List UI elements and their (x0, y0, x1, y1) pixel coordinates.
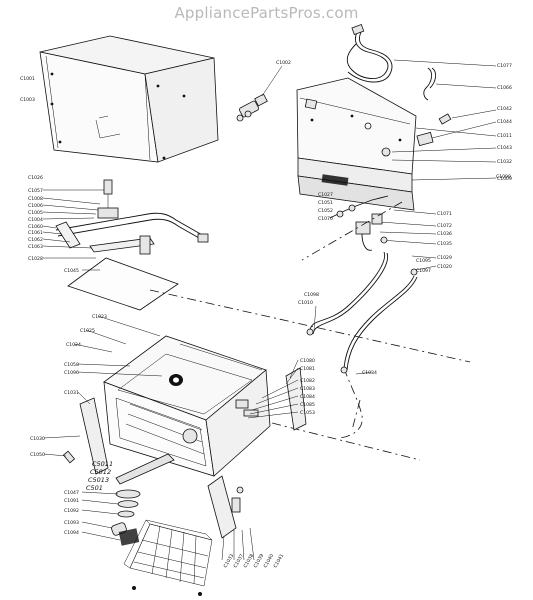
callout: C1083 (300, 386, 315, 392)
callout: C1062 (28, 237, 43, 243)
callout: C1080 (300, 358, 315, 364)
back-panel[interactable] (296, 77, 417, 211)
callout: C1020 (437, 264, 452, 270)
callout: C1071 (437, 211, 452, 217)
callout: C1072 (437, 223, 452, 229)
insulation-blanket[interactable] (67, 257, 179, 311)
callout: C1001 (20, 76, 35, 82)
handwritten-callout: C5012 (90, 468, 111, 476)
callout: C1045 (64, 268, 79, 274)
bracket-set-right[interactable] (231, 399, 259, 513)
callout: C1070 (318, 216, 333, 222)
leader-lines-lower-left (73, 269, 163, 541)
spray-arm[interactable] (115, 453, 175, 518)
callout: C1009 (497, 176, 512, 182)
callout: C1058 (64, 362, 79, 368)
callout: C1024 (66, 342, 81, 348)
heater-element[interactable] (55, 179, 209, 243)
watermark: AppliancePartsPros.com (174, 4, 359, 22)
leader-lines-lower-right (221, 359, 373, 561)
wash-tub[interactable] (103, 335, 271, 477)
hose-clamp[interactable] (423, 67, 497, 101)
callout: C1092 (64, 508, 79, 514)
callout: C1050 (30, 452, 45, 458)
heater-bracket[interactable] (55, 221, 155, 255)
callout: C1051 (318, 200, 333, 206)
callout: C1099 (496, 174, 511, 180)
callout: C1041 (273, 553, 286, 569)
callout: C1030 (30, 436, 45, 442)
control-switch[interactable] (381, 109, 497, 157)
leader-lines-right (379, 127, 497, 271)
inlet-hose[interactable] (346, 24, 497, 83)
handwritten-callouts: C5011 C5012 C5013 C501 (86, 460, 113, 492)
callout-labels: C1001 C1003 C1002 C1077 C1066 C1042 C104… (20, 60, 512, 569)
callout: C1026 (28, 175, 43, 181)
callout: C1011 (497, 133, 512, 139)
callout: C1097 (416, 268, 431, 274)
callout: C1085 (300, 402, 315, 408)
callout: C1063 (28, 244, 43, 250)
callout: C1035 (437, 241, 452, 247)
callout: C1094 (64, 530, 79, 536)
handwritten-callout: C501 (86, 484, 103, 492)
callout: C1043 (497, 145, 512, 151)
callout: C1032 (497, 159, 512, 165)
callout: C1066 (497, 85, 512, 91)
callout: C1084 (300, 394, 315, 400)
valve-assembly[interactable] (329, 195, 389, 251)
callout: C1053 (300, 410, 315, 416)
callout: C1010 (298, 300, 313, 306)
callout: C1036 (437, 231, 452, 237)
callout: C1027 (318, 192, 333, 198)
inlet-valve[interactable] (236, 65, 283, 122)
handwritten-callout: C5011 (92, 460, 113, 468)
callout: C1091 (64, 498, 79, 504)
drain-hose[interactable] (306, 251, 418, 374)
handwritten-callout: C5013 (88, 476, 109, 484)
callout: C1082 (300, 378, 315, 384)
dish-rack[interactable] (118, 519, 213, 596)
callout: C1081 (300, 366, 315, 372)
callout: C1006 (28, 203, 43, 209)
callout: C1047 (64, 490, 79, 496)
callout: C1031 (64, 390, 79, 396)
callout: C1077 (497, 63, 512, 69)
callout: C1005 (28, 210, 43, 216)
cabinet-wrapper[interactable] (39, 35, 219, 163)
callout: C1057 (28, 188, 43, 194)
leader-lines-left-top (42, 189, 104, 259)
callout: C1002 (276, 60, 291, 66)
callout: C1003 (20, 97, 35, 103)
callout: C1061 (28, 230, 43, 236)
door-hinge[interactable] (43, 435, 81, 464)
callout: C1093 (64, 520, 79, 526)
callout: C1060 (28, 224, 43, 230)
callout: C1023 (92, 314, 107, 320)
callout: C1098 (304, 292, 319, 298)
callout: C1052 (318, 208, 333, 214)
callout: C1044 (497, 119, 512, 125)
callout: C1095 (416, 258, 431, 264)
callout: C1004 (28, 217, 43, 223)
callout: C1096 (64, 370, 79, 376)
callout: C1008 (28, 196, 43, 202)
callout: C1029 (437, 255, 452, 261)
callout: C1025 (80, 328, 95, 334)
callout: C1028 (28, 256, 43, 262)
callout: C1042 (497, 106, 512, 112)
callout: C1034 (362, 370, 377, 376)
